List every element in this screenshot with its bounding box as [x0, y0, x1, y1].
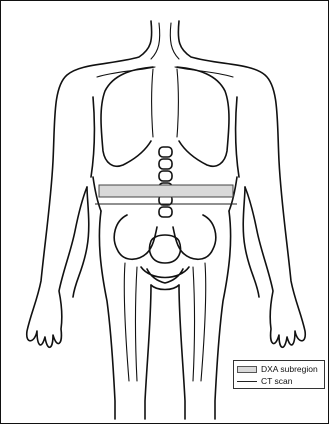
pubic-region — [141, 267, 189, 283]
legend-label-dxa: DXA subregion — [261, 364, 318, 374]
legend: DXA subregion CT scan — [233, 360, 325, 389]
lumbar-spine — [159, 147, 172, 217]
dxa-subregion-band — [99, 185, 233, 197]
right-upper-arm-inner — [236, 97, 239, 177]
vertebra — [159, 207, 172, 217]
dxa-swatch — [237, 366, 257, 373]
left-leg-inner — [145, 285, 151, 419]
vertebra — [159, 171, 172, 181]
left-leg-outer — [99, 211, 115, 419]
ct-swatch — [237, 381, 257, 382]
ribcage-left — [101, 67, 153, 166]
right-leg-outer — [215, 211, 231, 419]
legend-item-ct: CT scan — [237, 375, 293, 387]
left-upper-arm-inner — [91, 97, 94, 177]
ribcage-right — [177, 67, 229, 166]
right-leg-inner — [179, 285, 185, 419]
right-femur — [193, 263, 206, 381]
vertebra — [159, 147, 172, 157]
legend-item-dxa: DXA subregion — [237, 363, 318, 375]
left-femur — [124, 263, 137, 381]
crotch — [151, 285, 179, 290]
vertebra — [159, 159, 172, 169]
sternum-lines — [152, 69, 179, 137]
clavicles — [97, 67, 233, 77]
legend-label-ct: CT scan — [261, 376, 293, 386]
